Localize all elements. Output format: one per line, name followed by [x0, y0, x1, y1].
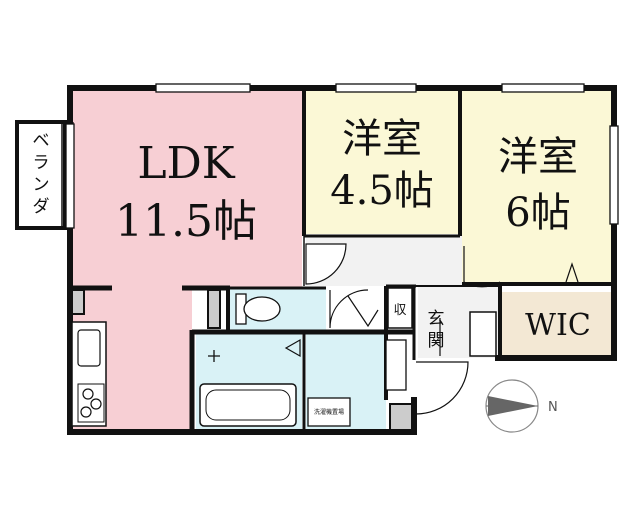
- wic-fill: [502, 292, 612, 356]
- western-room-1-label: 洋室: [342, 116, 422, 162]
- entrance-label-2: 関: [428, 331, 445, 351]
- ldk-lower-fill: [110, 288, 192, 430]
- storage-label: 収: [393, 303, 406, 318]
- column: [389, 403, 413, 431]
- wic-label: WIC: [525, 308, 591, 343]
- stove-burner: [80, 406, 92, 418]
- interior-walls: [70, 88, 614, 432]
- veranda-char-1: ベ: [33, 131, 50, 151]
- veranda-char-2: ラ: [33, 153, 50, 173]
- shoe-rack: [469, 311, 497, 357]
- washer-space: [307, 397, 351, 427]
- doors: [305, 243, 501, 415]
- ldk-size-label: 11.5帖: [115, 196, 257, 247]
- faucet: [208, 350, 220, 362]
- column: [71, 289, 85, 315]
- entrance-label-1: 玄: [428, 309, 445, 329]
- window-sill: [65, 123, 75, 229]
- column: [207, 289, 221, 329]
- kitchen-sink: [77, 329, 101, 367]
- window-sill: [501, 83, 585, 93]
- compass-north-label: N: [548, 400, 558, 415]
- storage-closet: [387, 287, 413, 329]
- veranda-char-4: ダ: [33, 197, 50, 217]
- bath-door: [284, 338, 301, 358]
- washbasin: [385, 339, 407, 391]
- western-room-1-fill: [306, 88, 458, 234]
- western-room-2-fill: [462, 88, 612, 282]
- veranda-char-3: ン: [33, 175, 50, 195]
- wic-door-mark: [565, 262, 579, 283]
- window-sill: [335, 83, 417, 93]
- stove-burner: [82, 388, 94, 400]
- stove-burner: [90, 398, 102, 410]
- western-room-2-size: 6帖: [505, 190, 570, 236]
- window-sill: [609, 125, 619, 225]
- window-sill: [155, 83, 251, 93]
- washer-label: 洗濯機置場: [314, 408, 344, 416]
- bathtub-inner: [205, 389, 291, 421]
- ldk-fill: [70, 88, 302, 288]
- veranda: [15, 120, 67, 230]
- ldk-label: LDK: [137, 138, 235, 189]
- toilet-bowl: [243, 296, 281, 322]
- western-room-2-label: 洋室: [498, 134, 578, 180]
- western-room-1-size: 4.5帖: [330, 168, 434, 214]
- stove-top: [77, 383, 105, 423]
